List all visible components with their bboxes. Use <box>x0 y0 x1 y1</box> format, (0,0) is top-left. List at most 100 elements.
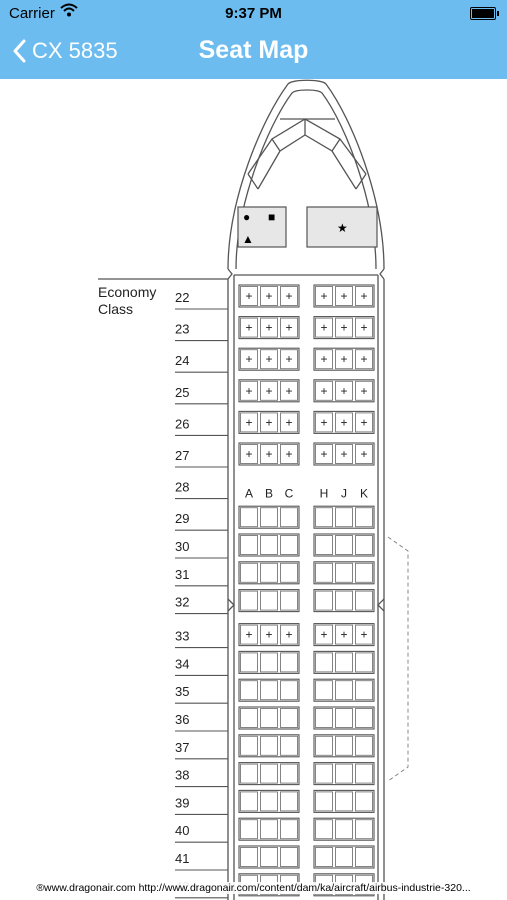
seat-block <box>238 734 300 758</box>
row-number: 24 <box>175 353 189 368</box>
seat-block <box>238 589 300 613</box>
seat-plus-icon: + <box>360 321 367 335</box>
seat-plus-icon: + <box>320 352 327 366</box>
seat <box>315 791 333 812</box>
seat-block <box>238 561 300 585</box>
seat-block <box>313 379 375 403</box>
row-number: 34 <box>175 656 189 671</box>
seat <box>355 819 373 840</box>
seat <box>315 624 333 645</box>
seat-plus-icon: + <box>320 289 327 303</box>
seat <box>355 562 373 583</box>
seat-plus-icon: + <box>340 447 347 461</box>
seat-plus-icon: + <box>245 447 252 461</box>
row-number: 29 <box>175 511 189 526</box>
seat-block <box>238 789 300 813</box>
seat <box>355 735 373 756</box>
seat <box>355 317 373 338</box>
seat <box>240 763 258 784</box>
seat <box>240 317 258 338</box>
row-number: 37 <box>175 740 189 755</box>
seat-plus-icon: + <box>245 384 252 398</box>
row-number: 26 <box>175 416 189 431</box>
seat <box>260 763 278 784</box>
seat <box>240 444 258 464</box>
seat <box>315 763 333 784</box>
seat <box>335 735 353 756</box>
seat-block <box>313 533 375 557</box>
seat <box>280 562 298 583</box>
seat-plus-icon: + <box>285 321 292 335</box>
seat-plus-icon: + <box>340 628 347 642</box>
seat <box>260 535 278 555</box>
seat-plus-icon: + <box>265 321 272 335</box>
row-number: 31 <box>175 567 189 582</box>
seat <box>355 380 373 401</box>
seat <box>355 286 373 306</box>
seat <box>355 680 373 701</box>
row-number: 25 <box>175 385 189 400</box>
seat-map: ● ■ ▲ ★ Economy Class 22++++++23++++++24… <box>98 79 409 900</box>
seat <box>260 652 278 673</box>
seat-block <box>238 284 300 308</box>
seat-plus-icon: + <box>245 352 252 366</box>
seat-plus-icon: + <box>360 447 367 461</box>
seat <box>240 412 258 433</box>
seat <box>260 590 278 611</box>
seat-block <box>313 789 375 813</box>
back-button[interactable]: CX 5835 <box>12 36 118 66</box>
row-number: 41 <box>175 851 189 866</box>
seat-plus-icon: + <box>360 384 367 398</box>
seat-block <box>313 589 375 613</box>
seat <box>335 590 353 611</box>
battery-icon <box>470 7 499 20</box>
seat <box>260 562 278 583</box>
seat <box>335 847 353 867</box>
seat-block <box>313 505 375 529</box>
seat <box>260 444 278 464</box>
seat-plus-icon: + <box>320 384 327 398</box>
seat <box>240 708 258 728</box>
seat <box>280 708 298 728</box>
navigation-bar: CX 5835 Seat Map <box>0 26 507 79</box>
seat <box>240 349 258 370</box>
seat <box>260 624 278 645</box>
row-number: 27 <box>175 448 189 463</box>
seat-plus-icon: + <box>340 321 347 335</box>
seat-plus-icon: + <box>360 628 367 642</box>
seat-plus-icon: + <box>245 321 252 335</box>
fuselage-outline <box>227 79 385 900</box>
seat-plus-icon: + <box>340 289 347 303</box>
seat-plus-icon: + <box>285 384 292 398</box>
seat <box>240 562 258 583</box>
seat <box>315 507 333 528</box>
seat <box>335 444 353 464</box>
seat-column-letter: C <box>285 487 294 501</box>
seat <box>260 286 278 306</box>
seat <box>280 507 298 528</box>
seat <box>335 652 353 673</box>
seat <box>280 791 298 812</box>
seat-block <box>238 379 300 403</box>
seat-column-letter: K <box>360 487 368 501</box>
seat-block <box>238 442 300 466</box>
seat-block <box>238 845 300 869</box>
seat <box>240 535 258 555</box>
galley-box-right <box>306 206 378 248</box>
seat-plus-icon: + <box>320 447 327 461</box>
seat <box>355 590 373 611</box>
seat-plus-icon: + <box>245 628 252 642</box>
seat-block <box>238 623 300 647</box>
seat-column-letter: J <box>341 487 347 501</box>
seat-block <box>313 817 375 841</box>
seat-plus-icon: + <box>340 415 347 429</box>
seat <box>335 791 353 812</box>
seat <box>280 380 298 401</box>
seat <box>240 680 258 701</box>
seat <box>280 819 298 840</box>
seat-block <box>238 706 300 730</box>
seat-block <box>238 533 300 557</box>
cabin-label-class: Class <box>98 301 133 317</box>
seat-plus-icon: + <box>265 352 272 366</box>
seat-block <box>313 734 375 758</box>
